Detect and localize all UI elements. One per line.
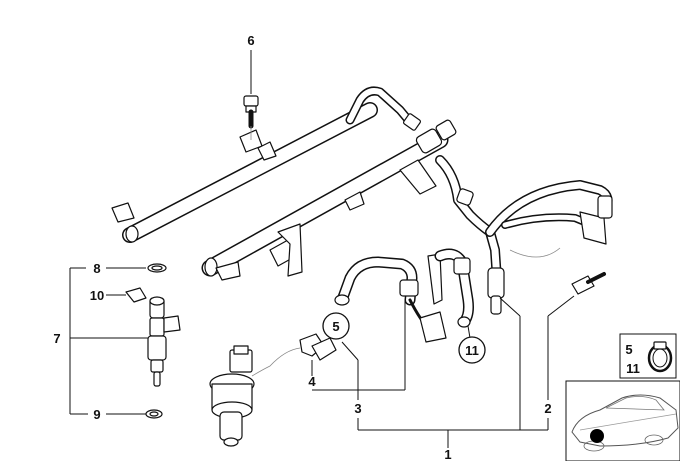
callout-1: 1 <box>444 447 451 461</box>
callout-7: 7 <box>53 331 60 346</box>
callout-6: 6 <box>247 33 254 48</box>
legend-label-11: 11 <box>626 361 640 376</box>
callout-4: 4 <box>308 374 316 389</box>
fuel-rail-upper <box>111 102 378 243</box>
injector-clip <box>125 287 165 306</box>
callout-8: 8 <box>93 261 100 276</box>
vehicle-inset <box>565 380 680 461</box>
callout-5-circled: 5 <box>332 319 339 334</box>
legend-label-5: 5 <box>625 342 632 357</box>
callout-circle-5 <box>322 312 350 340</box>
callout-labels: 6 8 10 7 9 4 3 2 1 5 11 <box>53 33 551 461</box>
leader-lines <box>69 50 575 448</box>
hose-connector-4 <box>299 333 337 361</box>
callout-11-circled: 11 <box>465 343 479 358</box>
fuel-rail-lower <box>201 119 457 281</box>
fuel-pipe-bent <box>334 256 419 306</box>
legend-clamp-box: 5 11 <box>619 333 677 379</box>
fuel-pipe-bracket <box>408 248 474 343</box>
bolt-right <box>571 272 606 295</box>
location-marker-icon <box>590 429 604 443</box>
o-ring-bottom <box>145 409 163 419</box>
callout-2: 2 <box>544 401 551 416</box>
bolt-6 <box>243 95 259 140</box>
fuel-hose-assembly <box>435 155 613 315</box>
callout-9: 9 <box>93 407 100 422</box>
fuel-injector <box>147 297 181 387</box>
callout-10: 10 <box>90 288 104 303</box>
callout-circle-11 <box>458 336 486 364</box>
callout-3: 3 <box>354 401 361 416</box>
o-ring-top <box>147 263 167 273</box>
hose-clamp-icon <box>647 341 673 373</box>
pressure-sensor <box>209 345 301 447</box>
feed-line-upper <box>345 86 421 131</box>
